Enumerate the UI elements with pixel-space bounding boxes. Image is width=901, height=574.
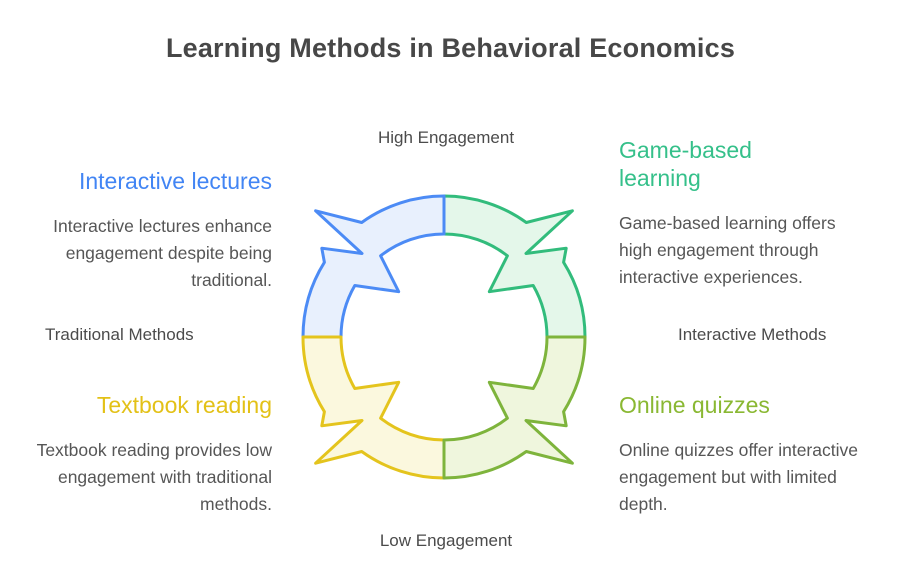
quadrant-description-textbook-reading: Textbook reading provides low engagement… xyxy=(36,440,272,514)
quadrant-heading-interactive-lectures: Interactive lectures xyxy=(78,168,272,194)
quadrant-description-interactive-lectures: Interactive lectures enhance engagement … xyxy=(53,216,272,290)
quadrant-heading-game-based-learning: Game-based learning xyxy=(619,137,752,191)
page-title: Learning Methods in Behavioral Economics xyxy=(165,33,736,63)
axis-label-low-engagement: Low Engagement xyxy=(379,531,513,550)
axis-label-interactive-methods: Interactive Methods xyxy=(678,325,827,344)
quadrant-block-interactive-lectures: Interactive lectures Interactive lecture… xyxy=(28,167,272,294)
cycle-segment-interactive-lectures xyxy=(301,194,446,339)
cycle-segment-textbook-reading xyxy=(301,335,446,480)
quadrant-block-game-based-learning: Game-based learning Game-based learning … xyxy=(619,136,871,291)
quadrant-block-online-quizzes: Online quizzes Online quizzes offer inte… xyxy=(619,391,871,518)
cycle-diagram xyxy=(301,194,587,480)
quadrant-heading-online-quizzes: Online quizzes xyxy=(619,392,770,418)
quadrant-description-online-quizzes: Online quizzes offer interactive engagem… xyxy=(619,440,858,514)
quadrant-block-textbook-reading: Textbook reading Textbook reading provid… xyxy=(28,391,272,518)
cycle-segment-game-based-learning xyxy=(442,194,587,339)
axis-label-traditional-methods: Traditional Methods xyxy=(45,325,194,344)
quadrant-heading-textbook-reading: Textbook reading xyxy=(96,392,272,418)
cycle-segment-online-quizzes xyxy=(442,335,587,480)
quadrant-description-game-based-learning: Game-based learning offers high engageme… xyxy=(619,213,836,287)
axis-label-high-engagement: High Engagement xyxy=(377,128,515,147)
